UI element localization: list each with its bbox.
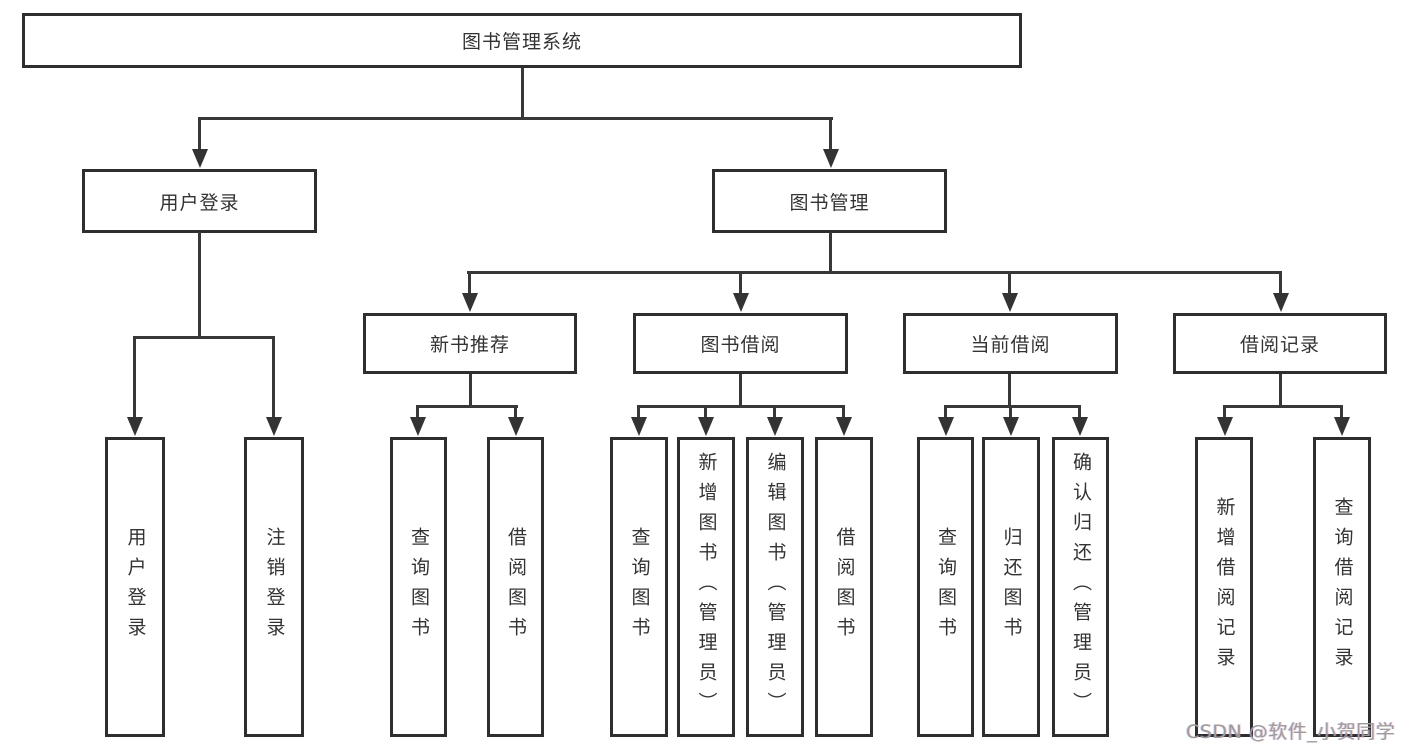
connector-stem	[739, 374, 742, 407]
connector-stem	[514, 405, 517, 419]
connector-stem	[1279, 374, 1282, 407]
connector-stem	[1008, 374, 1011, 407]
connector-rail	[637, 405, 845, 408]
arrow-down-icon	[938, 417, 954, 436]
connector-level3-rail	[467, 271, 1282, 274]
leaf-label: 归还图书	[1000, 527, 1023, 647]
node-book-management-label: 图书管理	[789, 191, 870, 214]
arrow-down-icon	[266, 417, 282, 436]
leaf-logout: 注销登录	[244, 437, 304, 737]
connector-stem	[1009, 405, 1012, 419]
leaf-label: 新增借阅记录	[1213, 497, 1236, 677]
arrow-down-icon	[823, 149, 839, 168]
arrow-down-icon	[462, 293, 478, 312]
arrow-down-icon	[836, 417, 852, 436]
connector-rail	[1223, 405, 1343, 408]
arrow-down-icon	[1217, 417, 1233, 436]
leaf-label: 新增图书（管理员）	[695, 452, 718, 722]
leaf-label: 编辑图书（管理员）	[764, 452, 787, 722]
arrow-down-icon	[733, 293, 749, 312]
leaf-cb-confirm-return-admin: 确认归还（管理员）	[1052, 437, 1109, 737]
connector-stem	[1078, 405, 1081, 419]
connector-stem	[468, 271, 471, 296]
arrow-down-icon	[1334, 417, 1350, 436]
leaf-label: 查询借阅记录	[1331, 497, 1354, 677]
connector-rail	[416, 405, 518, 408]
node-book-borrow: 图书借阅	[633, 313, 848, 374]
leaf-bb-add-books-admin: 新增图书（管理员）	[677, 437, 735, 737]
connector-stem	[469, 374, 472, 407]
arrow-down-icon	[767, 417, 783, 436]
node-new-book-recommend: 新书推荐	[363, 313, 577, 374]
leaf-cb-return-books: 归还图书	[982, 437, 1040, 737]
connector-stem	[1008, 271, 1011, 296]
connector-stem	[198, 117, 201, 151]
node-user-login: 用户登录	[82, 169, 317, 233]
leaf-nb-borrow-books: 借阅图书	[487, 437, 544, 737]
connector-stem	[773, 405, 776, 419]
leaf-label: 查询图书	[935, 527, 957, 647]
arrow-down-icon	[1273, 293, 1289, 312]
node-root: 图书管理系统	[22, 13, 1022, 68]
leaf-bb-edit-books-admin: 编辑图书（管理员）	[746, 437, 804, 737]
connector-stem	[944, 405, 947, 419]
leaf-bb-borrow-books: 借阅图书	[815, 437, 873, 737]
leaf-label: 注销登录	[263, 527, 286, 647]
connector-root-stem	[521, 68, 524, 119]
leaf-label: 用户登录	[124, 527, 147, 647]
leaf-label: 查询图书	[408, 527, 430, 647]
node-book-borrow-label: 图书借阅	[700, 334, 781, 356]
arrow-down-icon	[1002, 293, 1018, 312]
node-current-borrow-label: 当前借阅	[970, 334, 1051, 356]
node-current-borrow: 当前借阅	[903, 313, 1118, 374]
arrow-down-icon	[410, 417, 426, 436]
connector-stem	[637, 405, 640, 419]
connector-stem	[1340, 405, 1343, 419]
arrow-down-icon	[1072, 417, 1088, 436]
leaf-user-login: 用户登录	[105, 437, 165, 737]
node-user-login-label: 用户登录	[159, 191, 240, 214]
arrow-down-icon	[698, 417, 714, 436]
leaf-label: 查询图书	[628, 527, 651, 647]
connector-rail	[944, 405, 1081, 408]
connector-stem	[133, 336, 136, 419]
arrow-down-icon	[127, 417, 143, 436]
arrow-down-icon	[631, 417, 647, 436]
arrow-down-icon	[1003, 417, 1019, 436]
connector-stem	[842, 405, 845, 419]
leaf-label: 借阅图书	[505, 527, 527, 647]
connector-stem	[416, 405, 419, 419]
node-book-management: 图书管理	[712, 169, 947, 233]
connector-user-login-stem	[198, 232, 201, 338]
leaf-nb-query-books: 查询图书	[390, 437, 447, 737]
connector-stem	[829, 117, 832, 151]
arrow-down-icon	[508, 417, 524, 436]
arrow-down-icon	[192, 149, 208, 168]
leaf-bb-query-books: 查询图书	[610, 437, 668, 737]
leaf-cb-query-books: 查询图书	[917, 437, 974, 737]
connector-user-login-rail	[133, 336, 275, 339]
node-borrow-records: 借阅记录	[1173, 313, 1387, 374]
connector-level1-rail	[198, 117, 833, 120]
connector-stem	[739, 271, 742, 296]
node-new-book-recommend-label: 新书推荐	[429, 334, 510, 356]
connector-stem	[1279, 271, 1282, 296]
connector-stem	[704, 405, 707, 419]
csdn-watermark: CSDN @软件_小贺同学	[1186, 721, 1396, 743]
leaf-label: 确认归还（管理员）	[1070, 452, 1092, 722]
node-root-label: 图书管理系统	[461, 31, 582, 53]
leaf-br-query-record: 查询借阅记录	[1313, 437, 1371, 737]
leaf-label: 借阅图书	[833, 527, 856, 647]
leaf-br-add-record: 新增借阅记录	[1195, 437, 1253, 737]
connector-stem	[1223, 405, 1226, 419]
connector-stem	[272, 336, 275, 419]
node-borrow-records-label: 借阅记录	[1239, 334, 1320, 356]
connector-book-mgmt-stem	[829, 232, 832, 274]
